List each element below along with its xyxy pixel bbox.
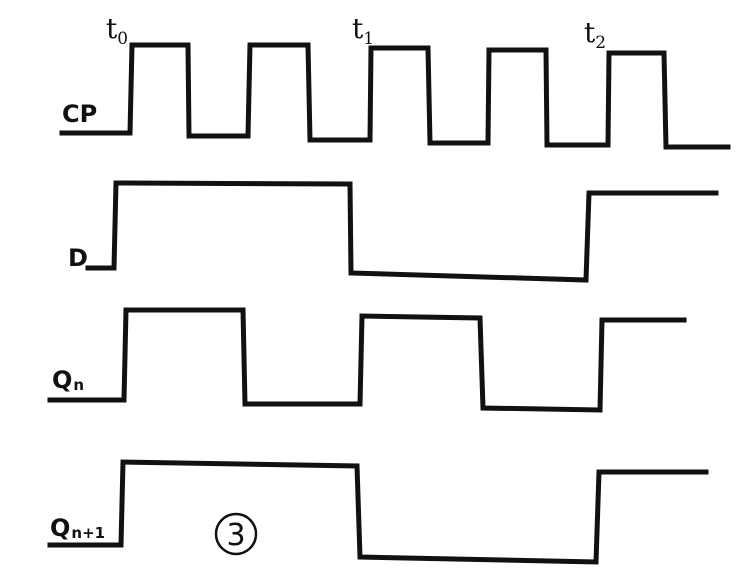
qn1-waveform — [47, 459, 709, 565]
time-marker-t2: t2 — [584, 16, 606, 53]
d-waveform — [85, 180, 719, 283]
cp-waveform — [59, 42, 731, 150]
signal-label-d: D — [68, 244, 88, 272]
qn-waveform — [47, 307, 687, 413]
figure-number: 3 — [214, 512, 258, 556]
signal-label-qn1: Qn+1 — [50, 514, 105, 542]
signal-label-cp: CP — [62, 100, 97, 128]
time-marker-t0: t0 — [106, 12, 128, 49]
signal-label-qn: Qn — [52, 366, 84, 394]
time-marker-t1: t1 — [352, 12, 374, 49]
svg-text:3: 3 — [226, 518, 245, 553]
